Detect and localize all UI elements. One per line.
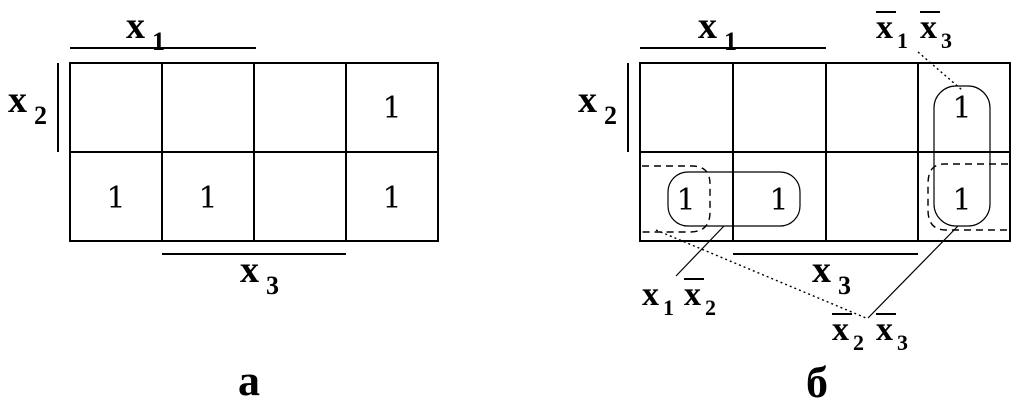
b-term-x1-notx2: x 1 x 2 bbox=[642, 276, 716, 320]
b-cell-r2-c1: 1 bbox=[676, 183, 695, 218]
b-term-x1-notx2-var1: x bbox=[642, 276, 659, 313]
b-term-notx2-notx3-var1: x bbox=[832, 311, 849, 348]
b-bottom-variable: x bbox=[812, 249, 831, 291]
b-leader-notx2-notx3-right bbox=[867, 225, 959, 319]
b-term-x1-notx2-sub2: 2 bbox=[705, 295, 716, 320]
b-term-x1-notx2-var2: x bbox=[684, 276, 701, 313]
diagram-b: x 1 x 2 1 1 1 1 x 3 x bbox=[578, 5, 1011, 407]
a-left-variable: x bbox=[8, 79, 27, 121]
diagram-a: x 1 x 2 1 1 1 1 x 3 а bbox=[8, 5, 439, 405]
a-top-subscript: 1 bbox=[152, 27, 165, 56]
b-term-notx2-notx3-sub2: 3 bbox=[897, 330, 908, 355]
a-cell-r2-c4: 1 bbox=[382, 181, 401, 216]
b-left-variable: x bbox=[578, 79, 597, 121]
b-top-subscript: 1 bbox=[724, 27, 737, 56]
b-top-variable: x bbox=[698, 5, 717, 47]
b-term-x1-notx2-sub1: 1 bbox=[663, 295, 674, 320]
b-term-notx1-notx3-sub1: 1 bbox=[897, 28, 908, 53]
a-caption: а bbox=[238, 356, 260, 405]
a-cell-r1-c4: 1 bbox=[382, 91, 401, 126]
b-group-notx1-notx3 bbox=[933, 85, 991, 227]
a-cell-r2-c2: 1 bbox=[198, 181, 217, 216]
b-cell-r2-c4: 1 bbox=[952, 183, 971, 218]
b-cell-r1-c4: 1 bbox=[952, 91, 971, 126]
a-bottom-subscript: 3 bbox=[266, 271, 279, 300]
b-left-subscript: 2 bbox=[604, 101, 617, 130]
b-leader-notx1-notx3 bbox=[917, 51, 963, 91]
b-group-x1-notx2 bbox=[667, 171, 801, 227]
b-term-notx1-notx3-sub2: 3 bbox=[941, 28, 952, 53]
b-bottom-subscript: 3 bbox=[838, 271, 851, 300]
b-term-notx1-notx3-var1: x bbox=[876, 9, 893, 46]
a-top-variable: x bbox=[126, 5, 145, 47]
b-term-notx1-notx3-var2: x bbox=[920, 9, 937, 46]
b-term-notx1-notx3: x 1 x 3 bbox=[876, 9, 952, 53]
b-leader-x1-notx2 bbox=[675, 225, 725, 277]
a-left-subscript: 2 bbox=[34, 101, 47, 130]
b-caption: б bbox=[806, 358, 828, 407]
b-term-notx2-notx3-var2: x bbox=[876, 311, 893, 348]
a-bottom-variable: x bbox=[240, 249, 259, 291]
a-cell-r2-c1: 1 bbox=[106, 181, 125, 216]
b-cell-r2-c2: 1 bbox=[769, 183, 788, 218]
b-term-notx2-notx3-sub1: 2 bbox=[853, 330, 864, 355]
b-term-notx2-notx3: x 2 x 3 bbox=[832, 311, 908, 355]
